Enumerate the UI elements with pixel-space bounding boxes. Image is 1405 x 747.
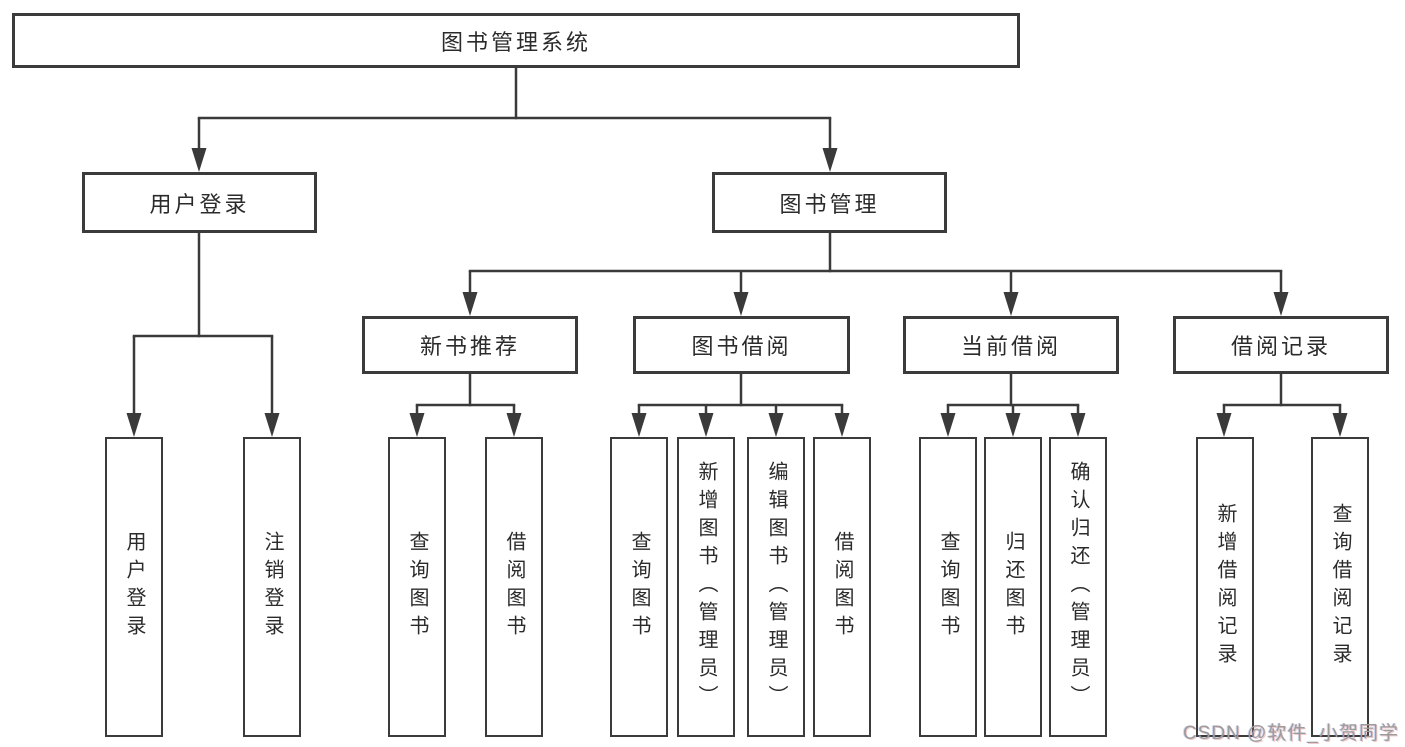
node-label: 查询图书 (628, 531, 650, 643)
leaf-borrow-books: 借阅图书 (813, 437, 871, 737)
leaf-query-books-current: 查询图书 (919, 437, 977, 737)
watermark: CSDN @软件_小贺同学 (1183, 723, 1399, 744)
node-label: 新增图书（管理员） (695, 461, 717, 713)
node-current-borrowing: 当前借阅 (903, 316, 1119, 374)
leaf-confirm-return-admin: 确认归还（管理员） (1049, 437, 1107, 737)
leaf-add-book-admin: 新增图书（管理员） (677, 437, 735, 737)
node-label: 归还图书 (1002, 531, 1024, 643)
node-label: 图书管理系统 (440, 29, 591, 55)
leaf-add-borrow-record: 新增借阅记录 (1196, 437, 1254, 737)
node-label: 查询借阅记录 (1329, 503, 1351, 671)
node-borrowing-records: 借阅记录 (1173, 316, 1389, 374)
node-book-management: 图书管理 (712, 172, 947, 233)
node-book-borrowing: 图书借阅 (633, 316, 850, 374)
leaf-query-books-borrowing: 查询图书 (610, 437, 668, 737)
node-label: 用户登录 (149, 191, 250, 217)
leaf-query-borrow-record: 查询借阅记录 (1311, 437, 1369, 737)
node-label: 借阅图书 (831, 531, 853, 643)
node-user-login: 用户登录 (82, 172, 317, 233)
node-new-book-recommendation: 新书推荐 (362, 316, 578, 374)
node-label: 借阅记录 (1230, 334, 1331, 359)
node-label: 图书借阅 (691, 334, 792, 359)
leaf-return-books: 归还图书 (984, 437, 1042, 737)
node-label: 编辑图书（管理员） (765, 461, 787, 713)
leaf-query-books-recommend: 查询图书 (388, 437, 446, 737)
node-label: 新书推荐 (419, 334, 520, 359)
leaf-user-login: 用户登录 (105, 437, 163, 737)
node-label: 查询图书 (406, 531, 428, 643)
node-label: 借阅图书 (503, 531, 525, 643)
node-label: 图书管理 (779, 191, 880, 217)
node-label: 注销登录 (261, 531, 283, 643)
node-label: 确认归还（管理员） (1067, 461, 1089, 713)
leaf-logout: 注销登录 (243, 437, 301, 737)
node-label: 用户登录 (123, 531, 145, 643)
node-label: 当前借阅 (960, 334, 1061, 359)
node-root-library-system: 图书管理系统 (12, 13, 1020, 68)
leaf-edit-book-admin: 编辑图书（管理员） (747, 437, 805, 737)
node-label: 查询图书 (937, 531, 959, 643)
leaf-borrow-books-recommend: 借阅图书 (485, 437, 543, 737)
node-label: 新增借阅记录 (1214, 503, 1236, 671)
